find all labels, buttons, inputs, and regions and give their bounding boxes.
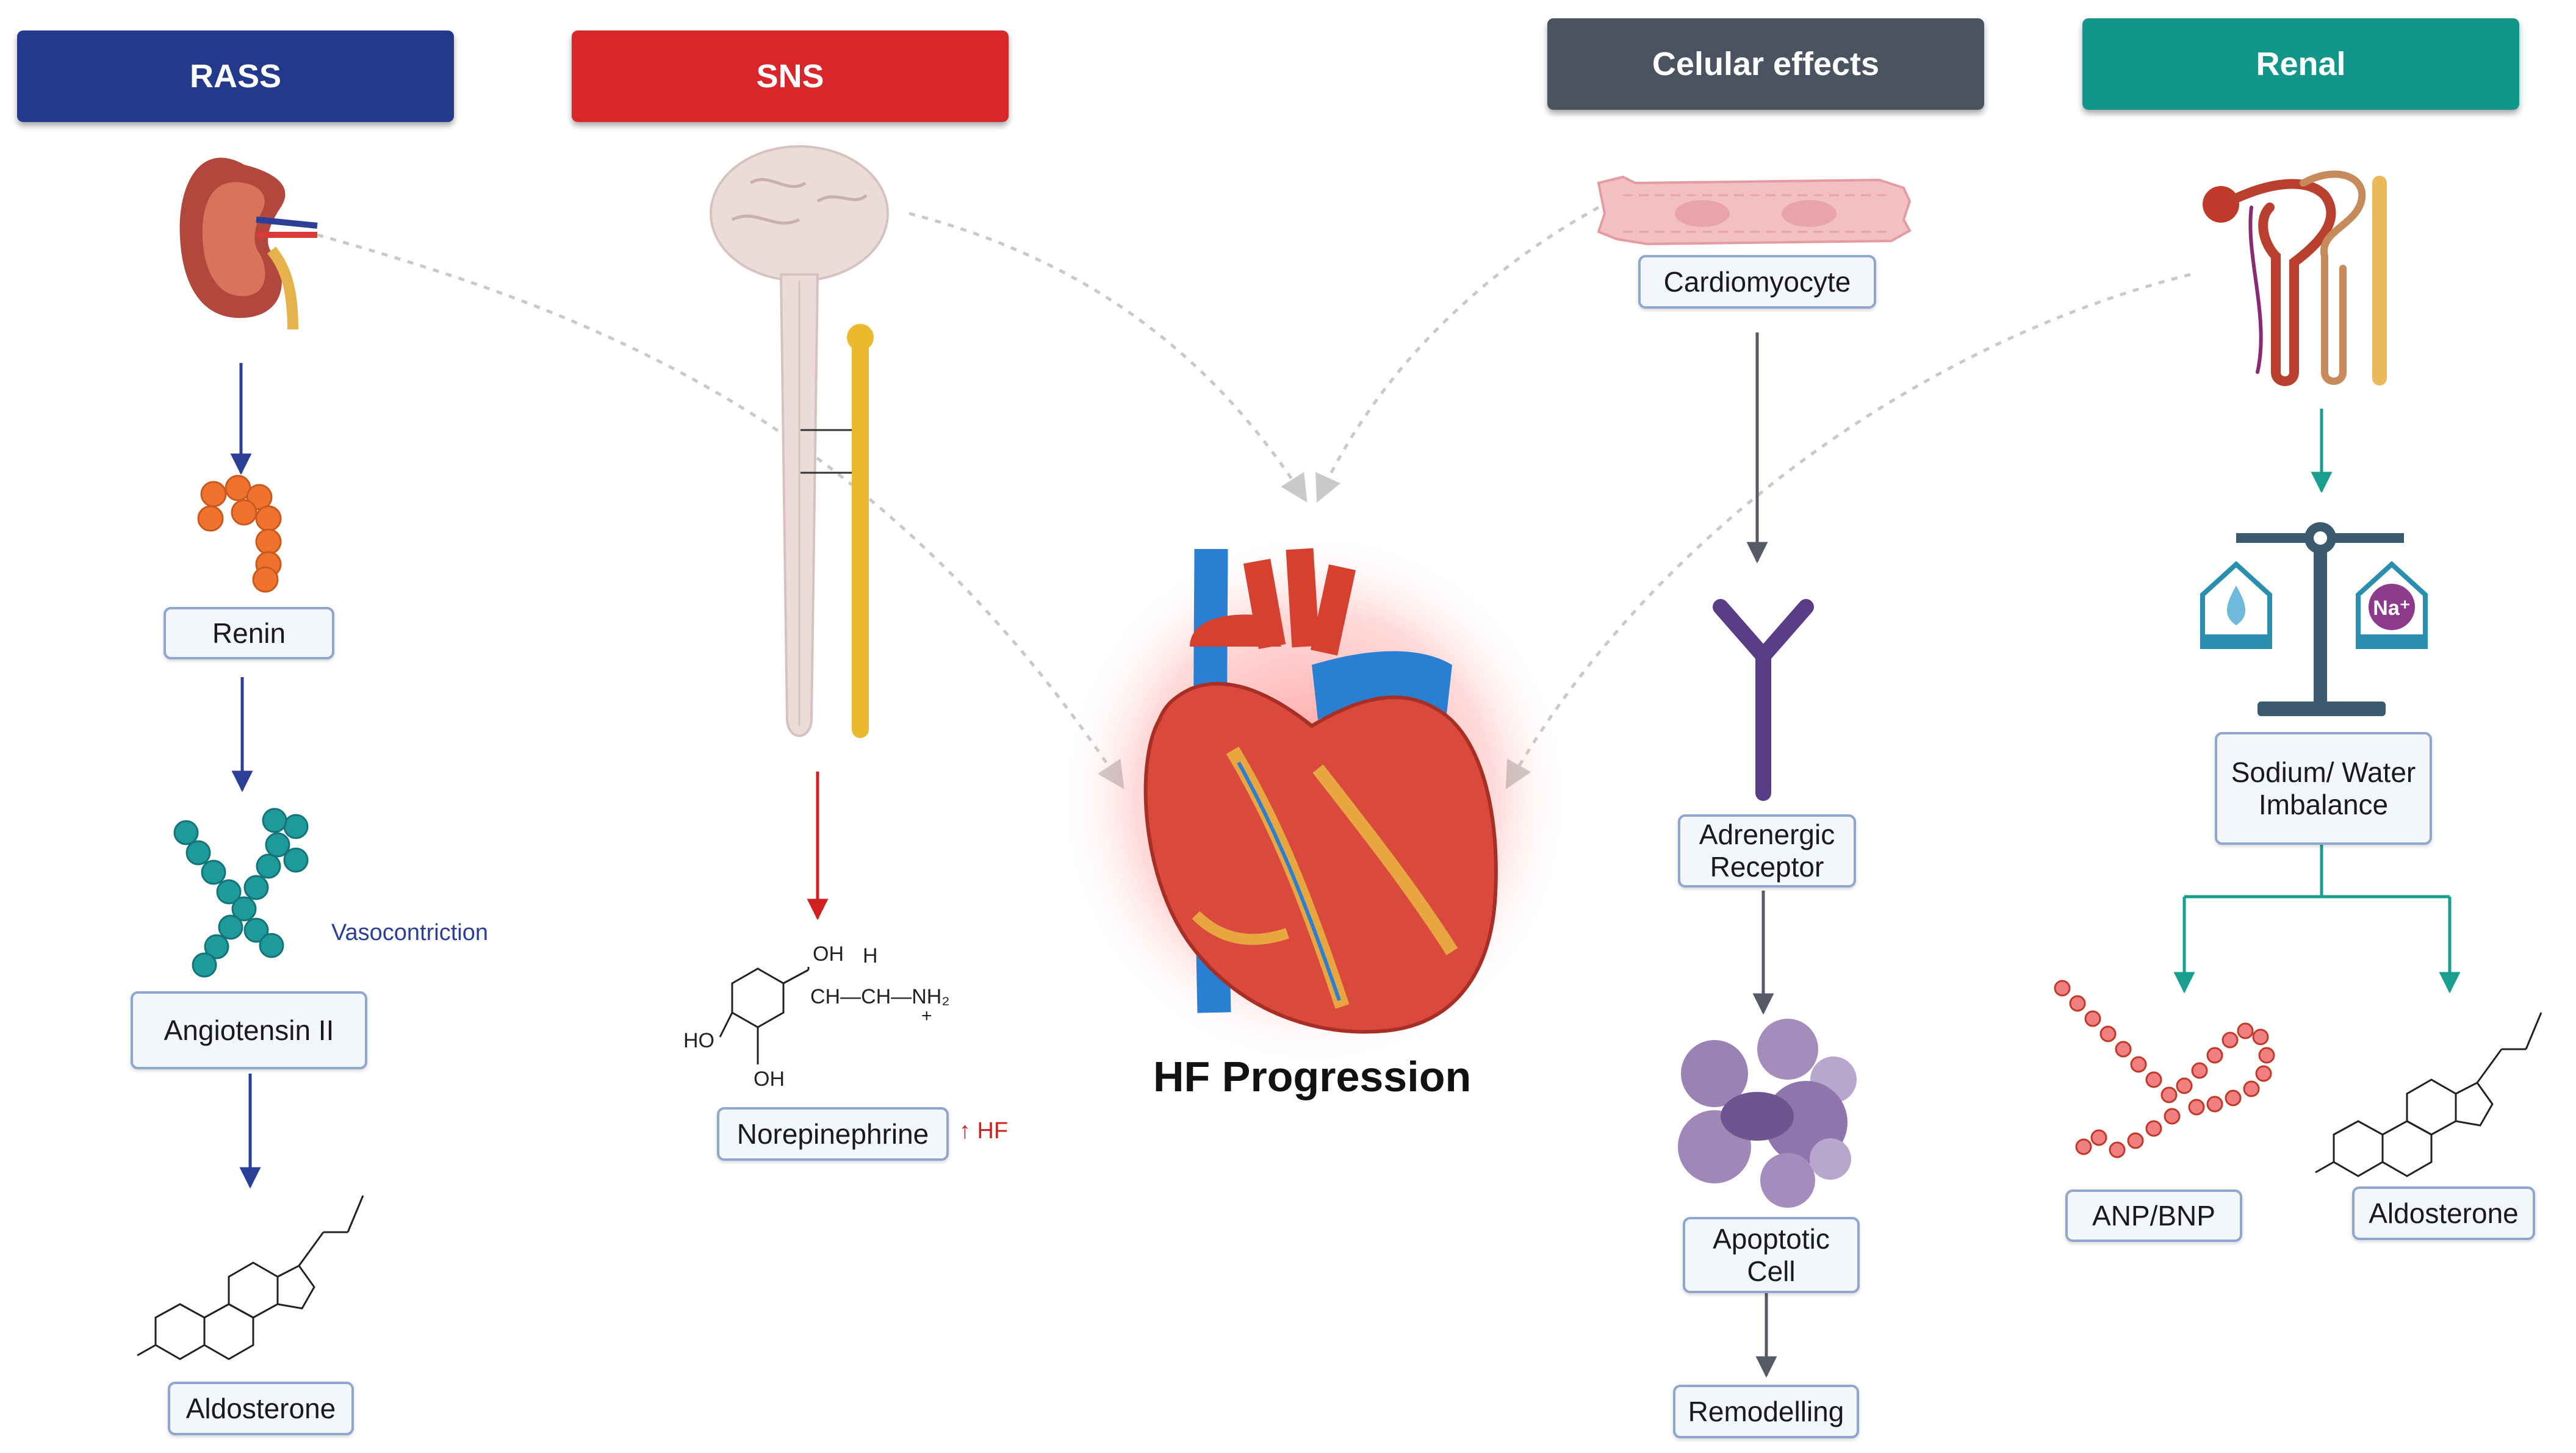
chem-label-oh-top: OH <box>813 942 844 966</box>
angiotensin-label: Angiotensin II <box>131 991 367 1069</box>
cardiomyocyte-icon <box>1597 175 1912 246</box>
kidney-icon <box>179 157 318 330</box>
receptor-icon <box>1713 599 1814 801</box>
aldosterone-label-renal: Aldosterone <box>2352 1186 2535 1240</box>
steroid-structure-icon-rass <box>137 1195 364 1360</box>
vasoconstriction-note: Vasocontriction <box>331 920 488 945</box>
hf-progression-title: HF Progression <box>1153 1053 1472 1100</box>
header-sns: SNS <box>572 30 1009 122</box>
chem-label-ho: HO <box>683 1029 714 1052</box>
header-renal: Renal <box>2082 18 2519 110</box>
renin-molecule-icon <box>197 475 282 593</box>
chem-label-plus: + <box>921 1006 932 1026</box>
peptide-chain-icon <box>2054 980 2275 1158</box>
norepinephrine-label: Norepinephrine <box>717 1107 949 1161</box>
renin-label: Renin <box>164 607 334 659</box>
sodium-water-imbalance-label: Sodium/ Water Imbalance <box>2215 732 2432 845</box>
balance-scale-icon <box>2200 522 2428 716</box>
norepinephrine-structure-icon <box>719 967 810 1064</box>
connector-brain-heart <box>908 212 1308 503</box>
chem-label-oh-bottom: OH <box>754 1067 785 1091</box>
adrenergic-receptor-label: Adrenergic Receptor <box>1678 814 1856 888</box>
heart-icon <box>1059 531 1571 1067</box>
connector-nephron-heart <box>1505 273 2191 789</box>
sodium-symbol-label: Na⁺ <box>2373 597 2410 620</box>
steroid-structure-icon-renal <box>2315 1012 2542 1177</box>
nephron-icon <box>2203 170 2387 386</box>
header-rass: RASS <box>17 30 454 122</box>
cardiomyocyte-label: Cardiomyocyte <box>1638 255 1876 309</box>
remodelling-label: Remodelling <box>1673 1385 1859 1438</box>
header-cellular-effects: Celular effects <box>1547 18 1984 110</box>
apoptotic-cell-label: Apoptotic Cell <box>1683 1217 1860 1293</box>
apoptotic-cell-icon <box>1678 1019 1857 1208</box>
anp-bnp-label: ANP/BNP <box>2065 1189 2242 1242</box>
angiotensin-molecule-icon <box>173 808 309 978</box>
chem-label-chain: CH—CH—NH₂ <box>810 985 950 1008</box>
brain-spinal-icon <box>710 145 889 738</box>
hf-increase-note: ↑ HF <box>959 1118 1009 1144</box>
dotted-connectors <box>317 206 2191 789</box>
connector-cardiomyocyte-heart <box>1315 206 1600 503</box>
renal-branch-arrows <box>2173 845 2461 994</box>
chem-label-h-top: H <box>863 944 878 967</box>
aldosterone-label-rass: Aldosterone <box>168 1382 354 1435</box>
connector-kidney-heart <box>317 233 1124 789</box>
